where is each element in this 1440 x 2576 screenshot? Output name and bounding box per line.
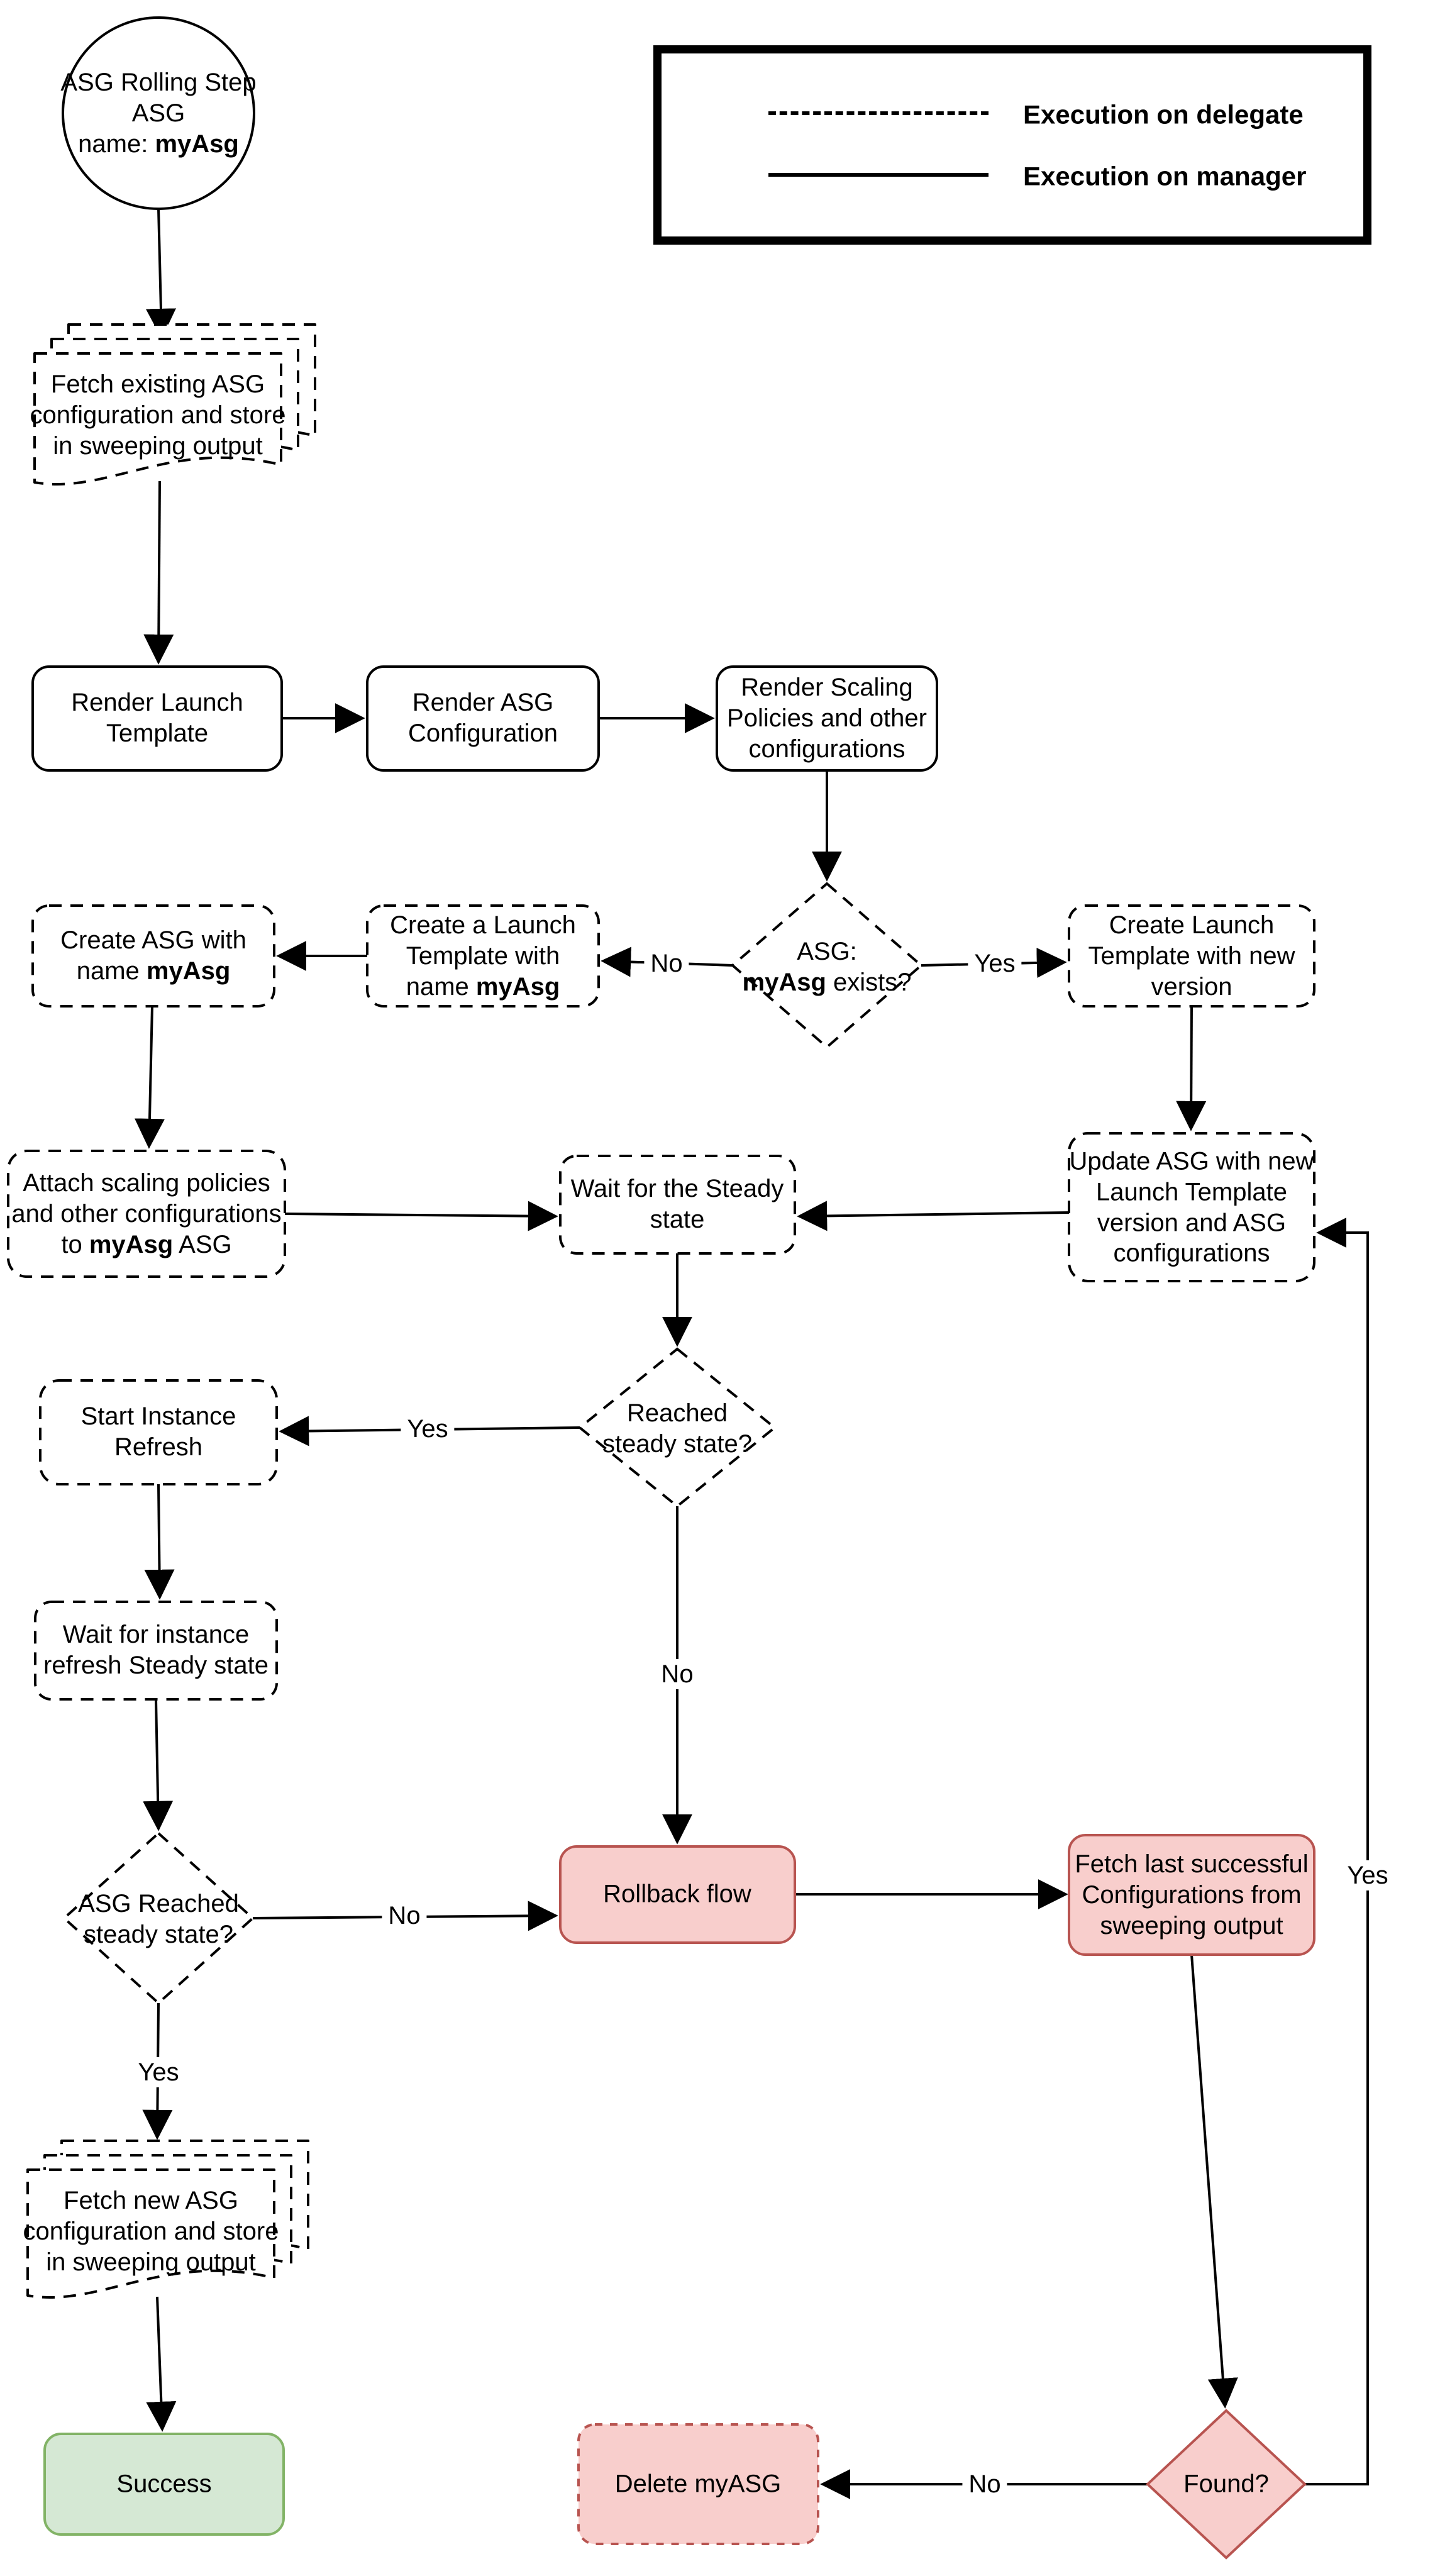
render-asg-configuration-label: Render ASG Configuration [408, 689, 558, 747]
edge-label-asg-exists-yes: Yes [968, 948, 1022, 979]
asg-exists-diamond-label: ASG: myAsg exists? [742, 938, 912, 996]
legend-solid-line-sample [768, 173, 989, 177]
success-shape [43, 2433, 285, 2536]
fetch-last-successful-shape [1068, 1834, 1315, 1956]
fetch-last-successful-label: Fetch last successful Configurations fro… [1075, 1850, 1309, 1940]
wait-steady-state-label: Wait for the Steady state [570, 1175, 784, 1233]
edge-label-found-no: No [962, 2469, 1007, 2499]
edge-start-refresh-to-wait-refresh [144, 1484, 175, 1600]
success-label: Success [116, 2470, 212, 2498]
fetch-new-asg-multidoc-shape [26, 2140, 309, 2299]
delete-myasg-shape [577, 2423, 819, 2545]
edge-label-asg-exists-no: No [644, 948, 689, 979]
reached-steady-diamond-label: Reached steady state? [602, 1399, 752, 1458]
create-launch-template-new-version-label: Create Launch Template with new version [1088, 911, 1295, 1001]
edge-found-yes-to-update-asg [1305, 1218, 1369, 2485]
edge-label-found-yes: Yes [1341, 1860, 1395, 1890]
found-diamond-label: Found? [1183, 2470, 1269, 2498]
edge-update-asg-to-wait-steady [797, 1201, 1070, 1231]
attach-scaling-policies-label: Attach scaling policies and other config… [11, 1169, 282, 1258]
reached-steady-diamond-shape [577, 1347, 777, 1508]
asg-reached-steady-diamond-shape [62, 1831, 255, 2005]
edge-create-lt-new-to-update-asg [1176, 1006, 1207, 1131]
fetch-existing-asg-multidoc-shape [33, 323, 316, 486]
create-launch-template-label: Create a Launch Template with name myAsg [390, 911, 576, 1001]
found-diamond-shape [1146, 2409, 1307, 2560]
create-launch-template-new-version-shape [1068, 904, 1315, 1008]
edge-fetch-existing-to-render-lt [143, 480, 174, 665]
wait-instance-refresh-label: Wait for instance refresh Steady state [43, 1621, 269, 1679]
edge-label-reached-no: No [655, 1659, 700, 1689]
start-circle-shape [62, 16, 255, 210]
asg-exists-diamond-shape [730, 882, 924, 1049]
delete-myasg-label: Delete myASG [614, 2470, 782, 2498]
fetch-new-asg-label: Fetch new ASG configuration and store in… [23, 2186, 279, 2276]
create-asg-label: Create ASG with name myAsg [60, 926, 246, 985]
rollback-flow-shape [559, 1845, 796, 1944]
render-launch-template-label: Render Launch Template [71, 689, 243, 747]
edge-label-asg-reached-yes: Yes [131, 2057, 186, 2087]
start-node-label: ASG Rolling Step ASG name: myAsg [60, 68, 257, 158]
legend-dashed-line-sample [768, 111, 989, 115]
edges [134, 208, 1369, 2499]
render-asg-configuration-shape [366, 665, 600, 772]
wait-steady-state-shape [559, 1155, 796, 1255]
edge-wait-refresh-to-asg-reached [143, 1699, 174, 1831]
edge-label-asg-reached-no: No [382, 1901, 427, 1931]
render-scaling-policies-shape [716, 665, 938, 772]
asg-reached-steady-diamond-label: ASG Reached steady state? [78, 1890, 239, 1948]
edge-fetch-last-to-found [1190, 1954, 1238, 2409]
create-asg-shape [31, 904, 275, 1008]
rollback-flow-label: Rollback flow [603, 1880, 751, 1908]
update-asg-shape [1068, 1132, 1315, 1282]
edge-fetch-new-to-success [146, 2296, 177, 2432]
edge-create-asg-to-attach [134, 1006, 165, 1149]
render-scaling-policies-label: Render Scaling Policies and other config… [727, 673, 927, 763]
start-instance-refresh-shape [39, 1379, 278, 1485]
render-launch-template-shape [31, 665, 283, 772]
update-asg-label: Update ASG with new Launch Template vers… [1069, 1147, 1314, 1267]
fetch-existing-asg-label: Fetch existing ASG configuration and sto… [30, 370, 286, 460]
legend-box: Execution on delegate Execution on manag… [653, 45, 1371, 245]
create-launch-template-shape [366, 904, 600, 1008]
edge-label-reached-yes: Yes [401, 1414, 455, 1444]
legend-delegate-label: Execution on delegate [1023, 99, 1304, 130]
attach-scaling-policies-shape [7, 1150, 286, 1278]
legend-manager-label: Execution on manager [1023, 161, 1307, 191]
edge-attach-to-wait-steady [284, 1201, 558, 1231]
edge-start-to-fetch-existing [145, 208, 176, 339]
wait-instance-refresh-shape [34, 1601, 278, 1701]
start-instance-refresh-label: Start Instance Refresh [80, 1402, 236, 1461]
